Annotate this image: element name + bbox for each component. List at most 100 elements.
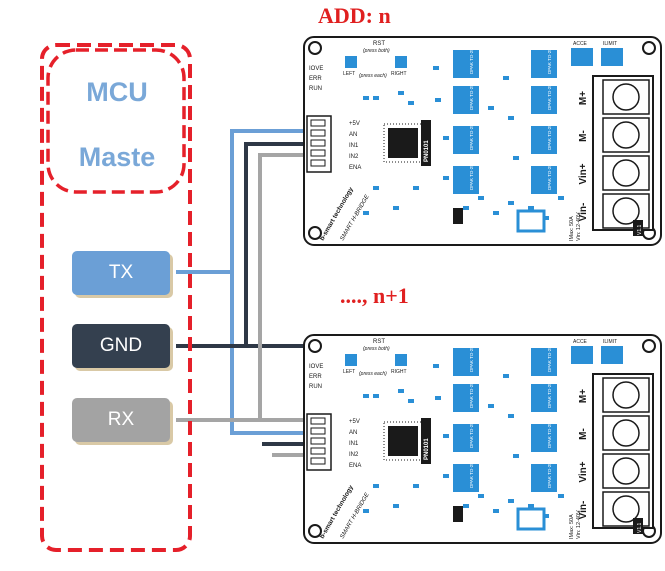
board-n-plus-1-pn-chip-label: PN0101 — [424, 438, 430, 460]
board-n-mount-hole-tr — [642, 41, 656, 55]
board-n-plus-1-smd-component — [373, 484, 379, 488]
board-n-plus-1-iove-label: IOVE — [309, 364, 323, 370]
board-n-smd-component — [558, 196, 564, 200]
board-n-pin-label: IN2 — [349, 154, 359, 160]
board-n-driver-ic — [531, 86, 557, 114]
board-n-plus-1-right-button — [395, 354, 407, 366]
board-n-pin-label: +5V — [349, 121, 360, 127]
board-n-plus-1-smd-component — [373, 394, 379, 398]
board-n-pn-chip — [421, 120, 431, 166]
board-n-plus-1-mount-hole-tl — [308, 339, 322, 353]
board-n-plus-1-smd-component — [443, 474, 449, 478]
board-n-driver-ic-label: DPAK TO-252 — [547, 81, 552, 110]
board-n-plus-1-accel-pot — [571, 346, 593, 364]
board-n-rating-line1: IMax: 50A — [569, 216, 575, 241]
board-n-plus-1-accel-label: ACCE — [573, 339, 588, 345]
board-n-plus-1-smd-component — [513, 454, 519, 458]
board-n-regulator — [453, 208, 463, 224]
board-n-right-button — [395, 56, 407, 68]
board-n-smd-component — [413, 186, 419, 190]
board-n-plus-1-driver-ic — [453, 384, 479, 412]
mcu-title-line2: Maste — [78, 142, 156, 172]
board-n-driver-ic-label: DPAK TO-252 — [469, 81, 474, 110]
board-n-outline — [303, 36, 662, 246]
board-n-plus-1-smd-component — [398, 389, 404, 393]
mcu-title-line1: MCU — [86, 77, 148, 107]
board-n-plus-1-rst-label: RST — [373, 339, 385, 345]
board-n-plus-1-rating-line1: IMax: 50A — [569, 514, 575, 539]
board-n-smd-component — [433, 66, 439, 70]
board-n-pn-chip-label: PN0101 — [424, 140, 430, 162]
board-n-terminal-label: M+ — [578, 91, 589, 105]
board-n-plus-1-smd-component — [443, 434, 449, 438]
board-n-smd-component — [408, 101, 414, 105]
board-n-smd-component — [373, 186, 379, 190]
board-n-terminal-screw — [612, 121, 640, 149]
board-n-plus-1-rating-line2: Vin: 12-40V — [576, 510, 582, 539]
board-n-header-pin — [310, 119, 326, 127]
board-n-capacitor — [516, 209, 546, 233]
board-n-driver-ic — [453, 50, 479, 78]
board-n-version-tag — [633, 220, 643, 236]
board-n-plus-1-capacitor — [516, 507, 546, 531]
board-n-rating-line2: Vin: 12-40V — [576, 212, 582, 241]
board-n-plus-1-driver-ic-label: DPAK TO-252 — [469, 419, 474, 448]
board-n-driver-ic — [531, 50, 557, 78]
board-n-terminal-screw — [612, 197, 640, 225]
board-n-plus-1-terminal-label: M+ — [578, 389, 589, 403]
board-n-plus-1-right-label: RIGHT — [391, 369, 407, 375]
board-n-driver-ic — [531, 166, 557, 194]
board-n-header-pin — [310, 149, 326, 157]
pin-gnd: GND — [72, 324, 170, 368]
board-n-smd-component — [435, 98, 441, 102]
board-n-plus-1-smd-component — [543, 514, 549, 518]
board-n-plus-1-terminal-label: Vin- — [578, 501, 589, 520]
board-n-driver-ic-label: DPAK TO-252 — [547, 121, 552, 150]
board-n-smd-component — [398, 91, 404, 95]
board-n-plus-1-driver-ic — [453, 424, 479, 452]
board-n-plus-1-header-pin — [310, 447, 326, 455]
board-n-plus-1-driver-ic-label: DPAK TO-252 — [469, 379, 474, 408]
board-n-plus-1-driver-ic — [531, 464, 557, 492]
board-n-terminal-label: M- — [578, 130, 589, 142]
board-n-plus-1-driver-ic-label: DPAK TO-252 — [547, 379, 552, 408]
board-n-mcu-chip — [388, 128, 418, 158]
board-n-plus-1-terminal-screw — [612, 419, 640, 447]
board-n-smd-component — [503, 76, 509, 80]
board-n-plus-1-smd-component — [493, 509, 499, 513]
board-n-plus-1-smd-component — [393, 504, 399, 508]
board-n-driver-ic-label: DPAK TO-252 — [547, 45, 552, 74]
board-n-plus-1-header-pin — [310, 437, 326, 445]
board-n-mount-hole-tl — [308, 41, 322, 55]
board-n-plus-1-run-label: RUN — [309, 384, 322, 390]
board-n-smd-component — [508, 201, 514, 205]
pin-rx: RX — [72, 398, 170, 442]
board-n-accel-label: ACCE — [573, 41, 588, 47]
board-n-plus-1-smd-component — [363, 394, 369, 398]
board-n-plus-1-left-button — [345, 354, 357, 366]
board-n-run-label: RUN — [309, 86, 322, 92]
wire-rx — [176, 153, 318, 422]
board-n-plus-1-pin-label: AN — [349, 430, 357, 436]
board-n-pin-label: ENA — [349, 165, 361, 171]
board-n-plus-1-smd-component — [528, 504, 534, 508]
board-n-plus-1-driver-ic — [453, 464, 479, 492]
board-n-plus-1-smd-component — [478, 494, 484, 498]
board-n-plus-1-driver-ic — [453, 348, 479, 376]
board-n-driver-ic — [453, 166, 479, 194]
board-n-driver-ic-label: DPAK TO-252 — [469, 161, 474, 190]
wire-gnd — [176, 142, 318, 348]
board-n-plus-1-header-pin — [310, 417, 326, 425]
board-n-left-button — [345, 56, 357, 68]
board-n-iove-label: IOVE — [309, 66, 323, 72]
board-n-plus-1-header-pin — [310, 427, 326, 435]
board-n-terminal-screw — [612, 159, 640, 187]
board-n-smd-component — [373, 96, 379, 100]
board-n-terminal-screw — [612, 83, 640, 111]
board-n-driver-ic — [453, 126, 479, 154]
board-n-plus-1-smd-component — [558, 494, 564, 498]
pin-rx-label: RX — [107, 409, 135, 430]
board-n-smd-component — [493, 211, 499, 215]
board-n-ilimit-pot — [601, 48, 623, 66]
